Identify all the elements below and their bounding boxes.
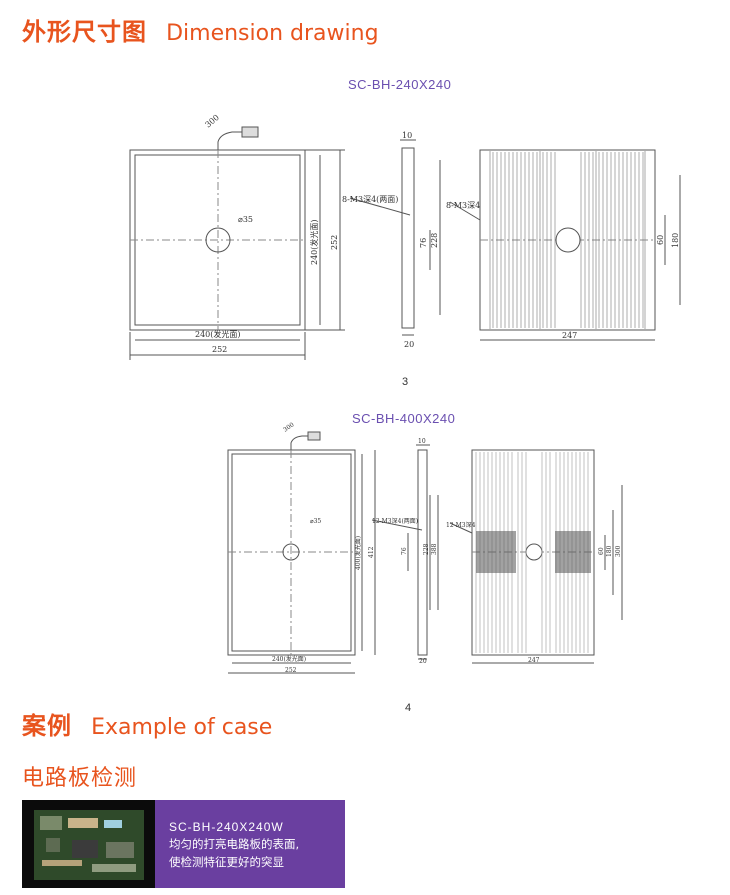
dim-outer-width: 252 (212, 345, 227, 354)
side-view (401, 147, 415, 329)
fin-shade-left (476, 531, 516, 573)
dim-outer-width-2: 252 (285, 667, 297, 674)
dim-side-bottom-2: 20 (419, 658, 427, 665)
connector-icon-2 (307, 431, 321, 441)
case-desc-line2: 使检测特征更好的突显 (169, 855, 284, 869)
cable (217, 131, 242, 150)
back-center-hole-2 (525, 543, 543, 561)
figure-number-4: 4 (405, 702, 412, 714)
circuit-board-photo (22, 800, 155, 888)
dim-hole: ⌀35 (238, 215, 253, 224)
case-info-panel: SC-BH-240X240W 均匀的打亮电路板的表面, 使检测特征更好的突显 (155, 800, 345, 888)
dim-cable-length: 300 (204, 113, 221, 130)
dim-side-bottom: 20 (404, 340, 414, 349)
dim-inner-height-2: 400(发光面) (354, 536, 362, 570)
dim-inner-width-2: 240(发光面) (272, 655, 306, 663)
dimension-drawing-2: 300 ⌀35 240(发光面) 252 400(发光面) 412 10 20 … (227, 421, 623, 674)
dim-back-60: 60 (656, 235, 665, 245)
dim-back-width: 247 (562, 331, 577, 340)
model-label-2: SC-BH-400X240 (352, 411, 456, 426)
side-view-2 (417, 449, 428, 656)
dim-side-top: 10 (402, 131, 412, 140)
center-hole (205, 227, 231, 253)
dim-side-holes-2: 12-M3深4(两面) (372, 517, 418, 525)
section-heading-dimension: 外形尺寸图 Dimension drawing (22, 12, 379, 47)
case-heading: 电路板检测 (22, 766, 138, 791)
model-label-1: SC-BH-240X240 (348, 77, 452, 92)
dim-side-holes: 8-M3深4(两面) (342, 195, 398, 204)
dim-inner-height: 240(发光面) (309, 219, 319, 265)
dim-side-228: 228 (430, 233, 439, 248)
case-model: SC-BH-240X240W (169, 820, 284, 834)
dimension-drawing-1: 300 ⌀35 240(发光面) 252 240(发光面) 252 10 20 … (129, 113, 681, 360)
dim-outer-height-2: 412 (368, 546, 375, 558)
section-title-cn: 外形尺寸图 (22, 18, 147, 46)
dim-cable-length-2: 300 (282, 421, 296, 433)
case-title-en: Example of case (91, 715, 273, 740)
dim-back-300-2: 300 (615, 545, 622, 557)
center-hole-2 (282, 543, 300, 561)
dim-back-180-2: 180 (606, 545, 613, 557)
section-title-en: Dimension drawing (166, 21, 379, 46)
dim-back-width-2: 247 (528, 657, 540, 664)
dim-back-holes-2: 12-M3深4 (446, 521, 476, 529)
case-desc-line1: 均匀的打亮电路板的表面, (169, 837, 300, 851)
dim-back-180: 180 (671, 233, 680, 248)
dim-back-60-2: 60 (598, 547, 605, 555)
dim-side-76-2: 76 (401, 547, 408, 555)
back-fins (492, 152, 644, 328)
dim-back-holes: 8-M3深4 (446, 201, 480, 210)
cable-2 (290, 435, 308, 450)
dim-outer-height: 252 (330, 235, 339, 250)
fin-shade-right (555, 531, 591, 573)
dim-side-top-2: 10 (418, 438, 426, 445)
back-center-hole (555, 227, 581, 253)
connector-icon (241, 126, 259, 138)
dim-side-76: 76 (419, 238, 428, 248)
dim-hole-2: ⌀35 (310, 518, 321, 525)
figure-number-3: 3 (402, 376, 409, 388)
dim-inner-width: 240(发光面) (195, 329, 241, 339)
case-title-cn: 案例 (22, 712, 72, 740)
dim-side-228-2: 228 (423, 543, 430, 555)
dim-side-388-2: 388 (431, 543, 438, 555)
section-heading-case: 案例 Example of case (22, 706, 272, 741)
